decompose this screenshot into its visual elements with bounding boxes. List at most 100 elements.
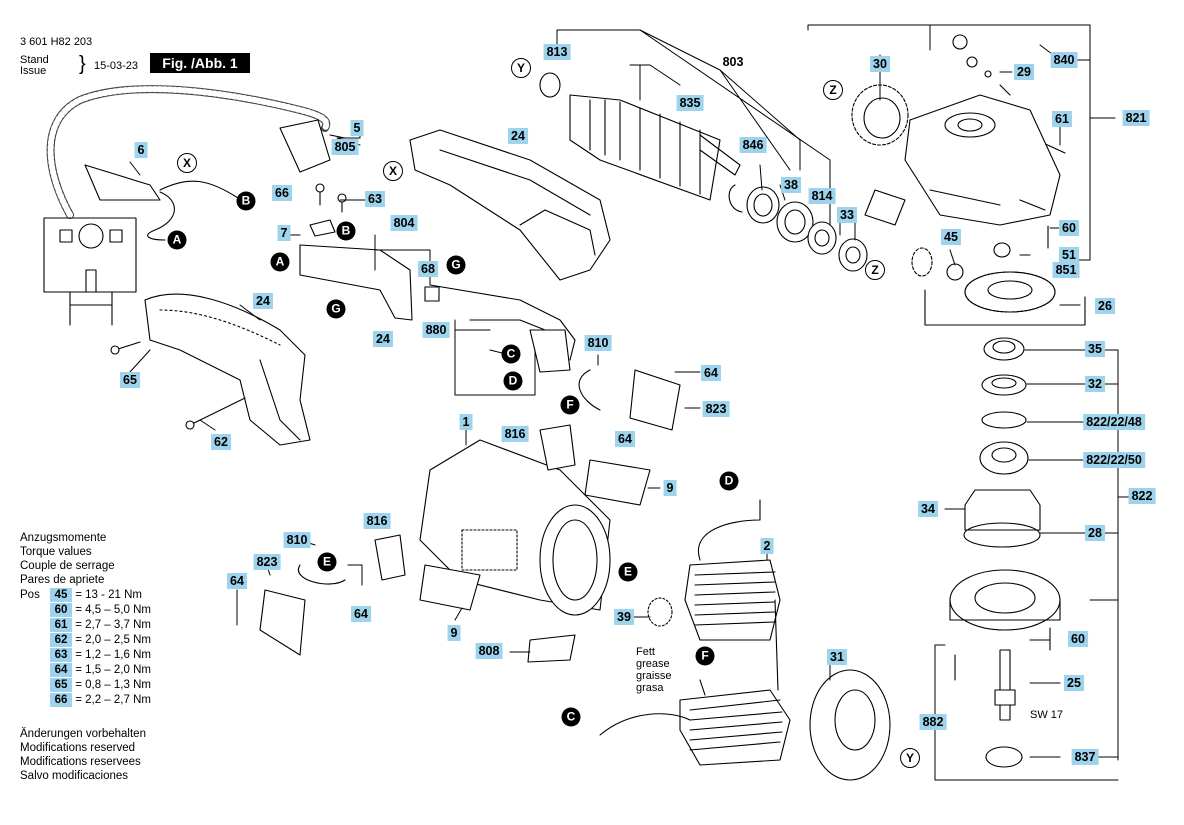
part-label: 9 xyxy=(663,480,677,496)
part-label: 804 xyxy=(390,215,418,231)
torque-pos: 64 xyxy=(50,663,72,677)
torque-title-en: Torque values xyxy=(20,546,92,558)
ref-bubble-e: E xyxy=(317,552,337,572)
ref-bubble-c: C xyxy=(561,707,581,727)
part-label: 39 xyxy=(614,609,634,625)
torque-pos: 66 xyxy=(50,693,72,707)
part-label: 34 xyxy=(918,501,938,517)
part-label: 816 xyxy=(363,513,391,529)
document-number: 3 601 H82 203 xyxy=(20,36,93,48)
notes-line-fr: Modifications reservees xyxy=(20,756,141,768)
part-label: 823 xyxy=(702,401,730,417)
part-label: 5 xyxy=(350,120,364,136)
part-label: 2 xyxy=(760,538,774,554)
part-label: 851 xyxy=(1052,262,1080,278)
torque-row: 65 = 0,8 – 1,3 Nm xyxy=(20,678,151,692)
part-label: 60 xyxy=(1059,220,1079,236)
part-label: 63 xyxy=(365,191,385,207)
part-label: 813 xyxy=(543,44,571,60)
part-label: 51 xyxy=(1059,247,1079,263)
torque-value: = 13 - 21 Nm xyxy=(75,589,142,601)
torque-value: = 1,2 – 1,6 Nm xyxy=(75,649,151,661)
wrench-size-label: SW 17 xyxy=(1030,709,1064,721)
part-label: 62 xyxy=(211,434,231,450)
part-label: 6 xyxy=(134,142,148,158)
ref-bubble-d: D xyxy=(719,471,739,491)
part-label: 26 xyxy=(1095,298,1115,314)
issue-label: Issue xyxy=(20,65,47,77)
torque-value: = 4,5 – 5,0 Nm xyxy=(75,604,151,616)
part-label: 816 xyxy=(501,426,529,442)
part-label: 837 xyxy=(1071,749,1099,765)
issue-date: 15-03-23 xyxy=(94,60,139,72)
part-label: 32 xyxy=(1085,376,1105,392)
ref-bubble-c: C xyxy=(501,344,521,364)
grease-label-de: Fett xyxy=(636,646,655,658)
part-label: 810 xyxy=(283,532,311,548)
grease-label-es: grasa xyxy=(636,682,664,694)
ref-bubble-g: G xyxy=(446,255,466,275)
brace-icon: } xyxy=(79,53,86,75)
part-label: 808 xyxy=(475,643,503,659)
part-label: 846 xyxy=(739,137,767,153)
part-label: 803 xyxy=(722,55,744,69)
ref-bubble-f: F xyxy=(695,646,715,666)
figure-title: Fig. /Abb. 1 xyxy=(150,53,250,73)
part-label: 61 xyxy=(1052,111,1072,127)
torque-row: 61 = 2,7 – 3,7 Nm xyxy=(20,618,151,632)
part-label: 822/22/48 xyxy=(1083,414,1145,430)
torque-pos: 63 xyxy=(50,648,72,662)
part-label: 24 xyxy=(373,331,393,347)
torque-pos: 45 xyxy=(50,588,72,602)
part-label: 66 xyxy=(272,185,292,201)
torque-pos: 61 xyxy=(50,618,72,632)
ref-bubble-b: B xyxy=(336,221,356,241)
part-label: 1 xyxy=(459,414,473,430)
part-label: 64 xyxy=(227,573,247,589)
torque-value: = 1,5 – 2,0 Nm xyxy=(75,664,151,676)
part-label: 38 xyxy=(781,177,801,193)
ref-bubble-z: Z xyxy=(823,80,843,100)
part-label: 28 xyxy=(1085,525,1105,541)
part-label: 31 xyxy=(827,649,847,665)
ref-bubble-d: D xyxy=(503,371,523,391)
part-label: 880 xyxy=(422,322,450,338)
torque-pos: 62 xyxy=(50,633,72,647)
part-label: 805 xyxy=(331,139,359,155)
ref-bubble-a: A xyxy=(270,252,290,272)
part-label: 840 xyxy=(1050,52,1078,68)
ref-bubble-b: B xyxy=(236,191,256,211)
notes-line-es: Salvo modificaciones xyxy=(20,770,129,782)
notes-line-de: Änderungen vorbehalten xyxy=(20,728,146,740)
part-label: 24 xyxy=(253,293,273,309)
ref-bubble-y: Y xyxy=(511,58,531,78)
part-label: 64 xyxy=(351,606,371,622)
torque-pos: 65 xyxy=(50,678,72,692)
ref-bubble-x: X xyxy=(383,161,403,181)
part-label: 9 xyxy=(447,625,461,641)
torque-row: 62 = 2,0 – 2,5 Nm xyxy=(20,633,151,647)
part-label: 835 xyxy=(676,95,704,111)
ref-bubble-g: G xyxy=(326,299,346,319)
torque-row: 64 = 1,5 – 2,0 Nm xyxy=(20,663,151,677)
torque-row: 60 = 4,5 – 5,0 Nm xyxy=(20,603,151,617)
part-label: 822 xyxy=(1128,488,1156,504)
torque-title-de: Anzugsmomente xyxy=(20,532,107,544)
torque-value: = 2,2 – 2,7 Nm xyxy=(75,694,151,706)
part-label: 823 xyxy=(253,554,281,570)
ref-bubble-y: Y xyxy=(900,748,920,768)
torque-value: = 2,0 – 2,5 Nm xyxy=(75,634,151,646)
part-label: 7 xyxy=(277,225,291,241)
ref-bubble-x: X xyxy=(177,153,197,173)
torque-value: = 2,7 – 3,7 Nm xyxy=(75,619,151,631)
part-label: 60 xyxy=(1068,631,1088,647)
ref-bubble-f: F xyxy=(560,395,580,415)
part-label: 882 xyxy=(919,714,947,730)
ref-bubble-z: Z xyxy=(865,260,885,280)
torque-title-es: Pares de apriete xyxy=(20,574,105,586)
part-label: 65 xyxy=(120,372,140,388)
part-label: 822/22/50 xyxy=(1083,452,1145,468)
part-label: 30 xyxy=(870,56,890,72)
